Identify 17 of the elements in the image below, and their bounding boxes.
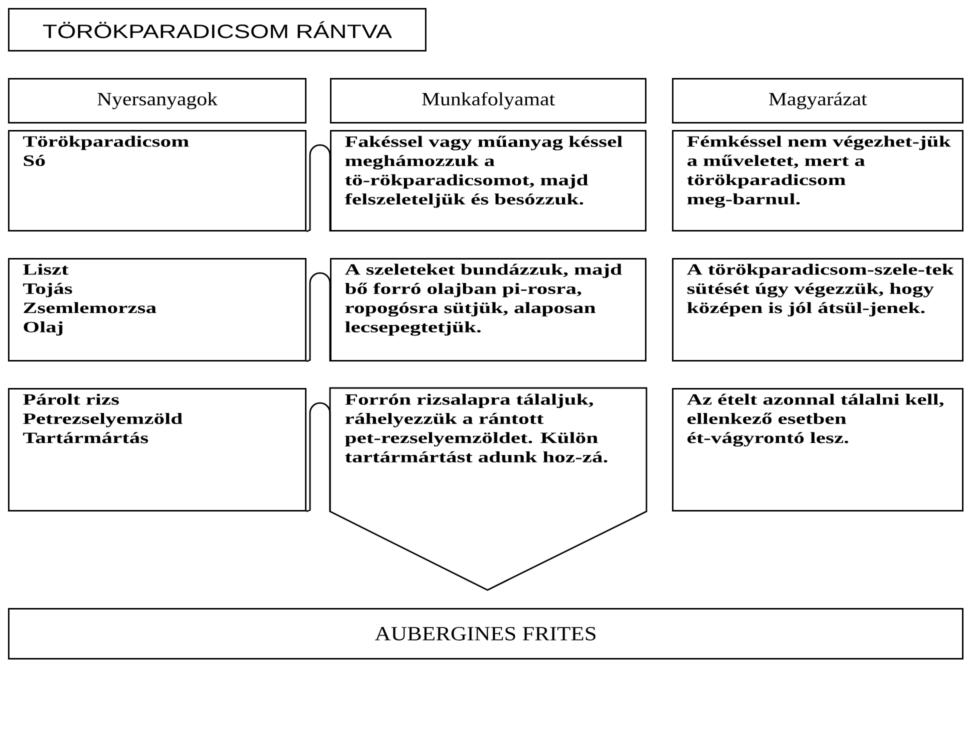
connector-loop [306,402,331,512]
header-box: Nyersanyagok [8,78,306,124]
result-box: AUBERGINES FRITES [8,608,964,660]
explanation-box: A törökparadicsom-szele-tek sütését úgy végezzük, hogy középen is jól átsül-jenek. [672,258,964,362]
process-box: Fakéssel vagy műanyag késsel meghámozzuk a tö-rökparadicsomot, majd felszeleteljük és besózzuk. [330,130,646,232]
process-box: Forrón rizsalapra tálaljuk, ráhelyezzük a rántott pet-rezselyemzöldet. Külön tartármártást adunk hoz-zá. [329,387,648,591]
ingredient-box: Törökparadicsom Só [8,130,306,232]
ingredient-box: Liszt Tojás Zsemlemorzsa Olaj [8,258,306,362]
explanation-box: Az ételt azonnal tálalni kell, ellenkező esetben ét-vágyrontó lesz. [672,388,964,512]
header-box: Munkafolyamat [330,78,646,124]
connector-loop [306,144,331,232]
ingredient-box: Párolt rizs Petrezselyemzöld Tartármártás [8,388,306,512]
connector-loop [306,272,331,362]
title-box: TÖRÖKPARADICSOM RÁNTVA [8,8,426,52]
process-box: A szeleteket bundázzuk, majd bő forró olajban pi-rosra, ropogósra sütjük, alaposan lecsepegtetjük. [330,258,646,362]
explanation-box: Fémkéssel nem végezhet-jük a műveletet, mert a törökparadicsom meg-barnul. [672,130,964,232]
header-box: Magyarázat [672,78,964,124]
